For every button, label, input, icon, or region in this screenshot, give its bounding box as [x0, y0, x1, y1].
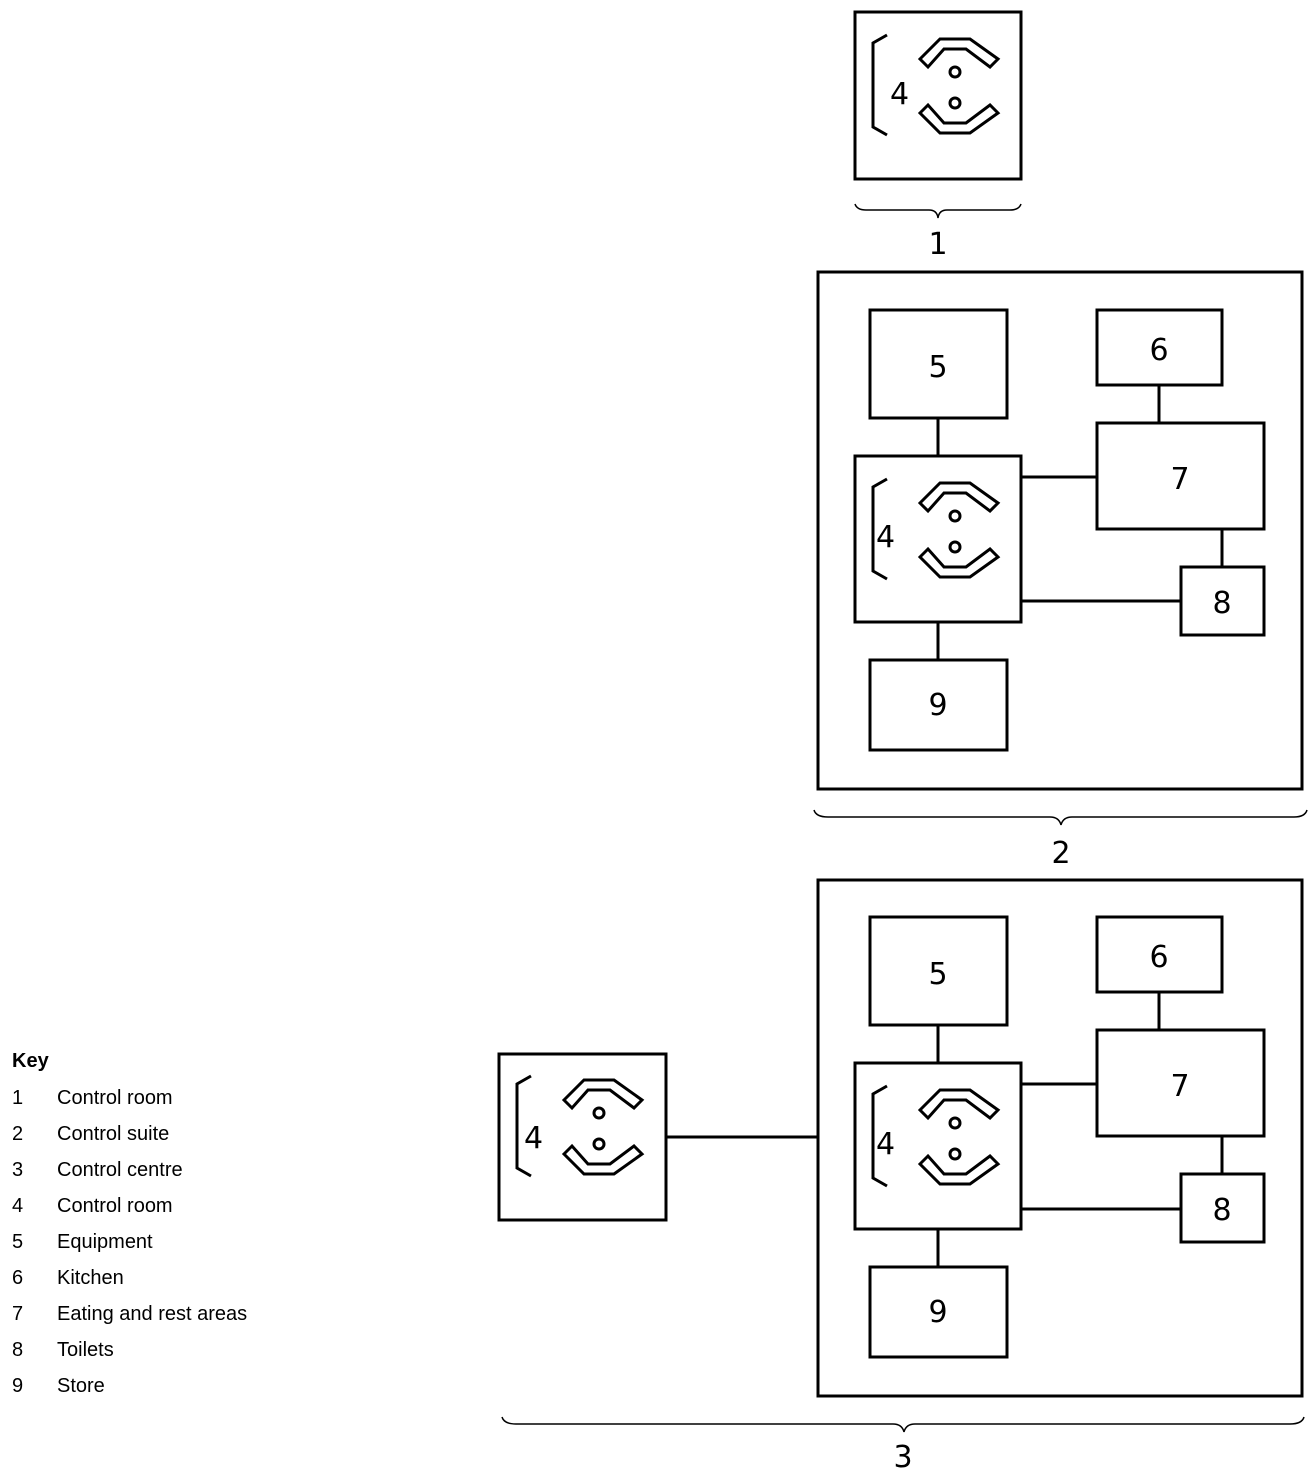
kitchen-box [1095, 915, 1224, 994]
eating-rest-box [1095, 421, 1266, 531]
key-item: 1 Control room [12, 1087, 247, 1123]
key-item-number: 9 [12, 1375, 24, 1397]
equipment-box [868, 915, 1009, 1027]
brace-2 [813, 809, 1308, 826]
key-item-number: 8 [12, 1339, 24, 1361]
control-suite-2: 5 6 7 8 9 4 [816, 270, 1304, 791]
key-title: Key [12, 1050, 49, 1072]
brace-3 [501, 1416, 1305, 1433]
box-label-7: 7 [1170, 1069, 1189, 1104]
key-item-label: Control room [57, 1195, 173, 1217]
key-item: 9 Store [12, 1375, 247, 1411]
key-item-label: Equipment [57, 1231, 153, 1253]
key-item-label: Toilets [57, 1339, 114, 1361]
room-label-4: 4 [524, 1121, 543, 1156]
brace-1 [854, 203, 1022, 219]
key-item: 7 Eating and rest areas [12, 1303, 247, 1339]
box-label-5: 5 [928, 350, 947, 385]
key-item-number: 3 [12, 1159, 24, 1181]
store-box [868, 1265, 1009, 1359]
key-item: 8 Toilets [12, 1339, 247, 1375]
key-item-label: Eating and rest areas [57, 1303, 248, 1325]
key-item-label: Kitchen [57, 1267, 124, 1289]
key-item-number: 4 [12, 1195, 24, 1217]
key-item: 3 Control centre [12, 1159, 247, 1195]
toilets-box [1179, 1172, 1266, 1244]
box-label-8: 8 [1212, 586, 1231, 621]
room-label-4: 4 [876, 1127, 895, 1162]
key-item: 4 Control room [12, 1195, 247, 1231]
eating-rest-box [1095, 1028, 1266, 1138]
key-item-number: 2 [12, 1123, 24, 1145]
key-item-label: Control centre [57, 1159, 183, 1181]
label-1: 1 [928, 227, 947, 262]
key-item-label: Control room [57, 1087, 173, 1109]
equipment-box [868, 308, 1009, 420]
box-label-9: 9 [928, 688, 947, 723]
box-label-5: 5 [928, 957, 947, 992]
box-label-7: 7 [1170, 462, 1189, 497]
key-item-number: 1 [12, 1087, 24, 1109]
box-label-8: 8 [1212, 1193, 1231, 1228]
box-label-6: 6 [1149, 940, 1168, 975]
key-item-number: 7 [12, 1303, 24, 1325]
room-label-4: 4 [876, 520, 895, 555]
toilets-box [1179, 565, 1266, 637]
control-room-box [853, 454, 1023, 624]
key-item-number: 6 [12, 1267, 24, 1289]
kitchen-box [1095, 308, 1224, 387]
key-item-label: Store [57, 1375, 105, 1397]
label-3: 3 [893, 1440, 912, 1470]
key-item: 2 Control suite [12, 1123, 247, 1159]
key-item-label: Control suite [57, 1123, 170, 1145]
control-centre-3: 4 5 6 7 8 9 4 [497, 878, 1304, 1398]
control-room-box [853, 1061, 1023, 1231]
store-box [868, 658, 1009, 752]
box-label-9: 9 [928, 1295, 947, 1330]
box-label-6: 6 [1149, 333, 1168, 368]
label-2: 2 [1051, 836, 1070, 871]
control-room-1: 4 [853, 10, 1023, 181]
key-item-number: 5 [12, 1231, 24, 1253]
room-label-4: 4 [890, 77, 909, 112]
key-item: 6 Kitchen [12, 1267, 247, 1303]
key-item: 5 Equipment [12, 1231, 247, 1267]
